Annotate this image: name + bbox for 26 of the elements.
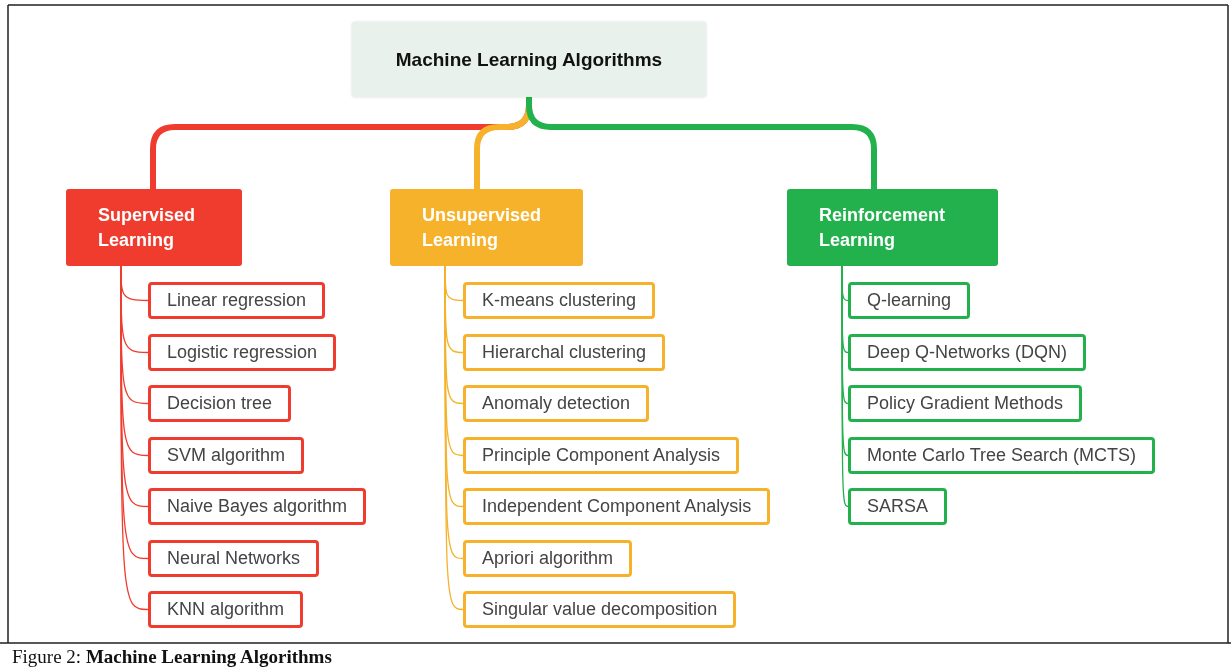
category-box: Reinforcement Learning — [787, 189, 998, 266]
algorithm-box: Logistic regression — [148, 334, 337, 371]
connector-line — [526, 97, 877, 189]
algorithm-box: Hierarchal clustering — [463, 334, 666, 371]
algorithm-box: Decision tree — [148, 385, 292, 422]
algorithm-box: Policy Gradient Methods — [848, 385, 1083, 422]
algorithm-box: SVM algorithm — [148, 437, 305, 474]
algorithm-box: KNN algorithm — [148, 591, 304, 628]
algorithm-box: Anomaly detection — [463, 385, 650, 422]
algorithm-box: Principle Component Analysis — [463, 437, 740, 474]
algorithm-box: Naive Bayes algorithm — [148, 488, 367, 525]
category-box: Unsupervised Learning — [390, 189, 583, 266]
algorithm-box: Q-learning — [848, 282, 971, 319]
algorithm-box: Singular value decomposition — [463, 591, 737, 628]
algorithm-box: Deep Q-Networks (DQN) — [848, 334, 1087, 371]
category-box: Supervised Learning — [66, 189, 242, 266]
connector-line — [841, 265, 849, 508]
algorithm-box: Apriori algorithm — [463, 540, 633, 577]
algorithm-box: K-means clustering — [463, 282, 656, 319]
figure-caption: Figure 2: Machine Learning Algorithms — [12, 646, 332, 668]
algorithm-box: Neural Networks — [148, 540, 320, 577]
algorithm-box: Linear regression — [148, 282, 326, 319]
algorithm-box: SARSA — [848, 488, 948, 525]
title-box: Machine Learning Algorithms — [352, 22, 706, 97]
algorithm-box: Independent Component Analysis — [463, 488, 771, 525]
algorithm-box: Monte Carlo Tree Search (MCTS) — [848, 437, 1156, 474]
